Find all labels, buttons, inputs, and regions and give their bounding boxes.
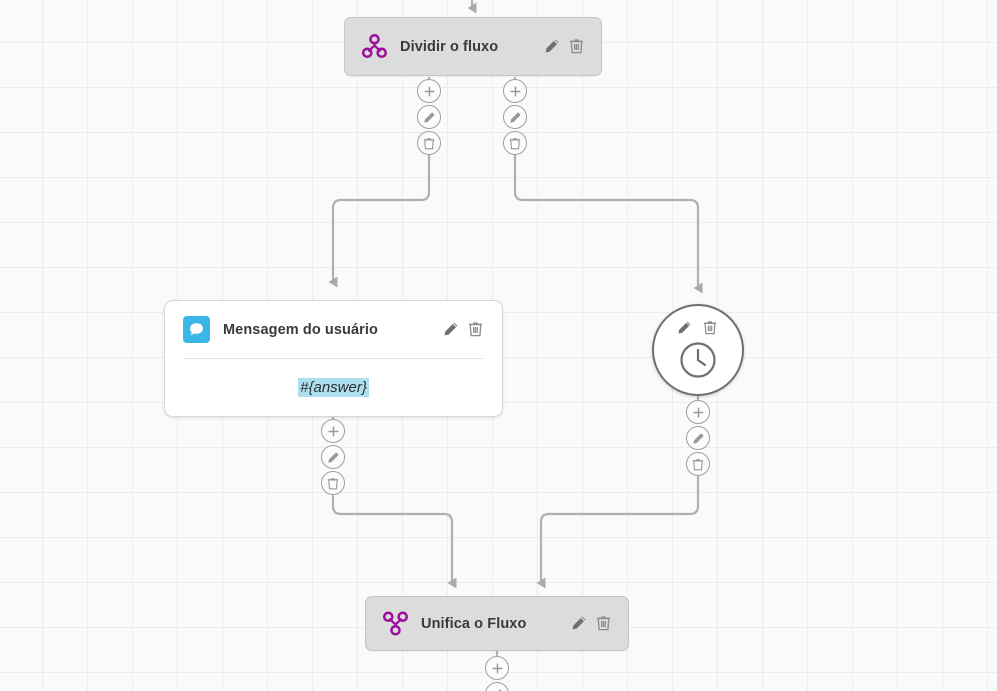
node-title-split: Dividir o fluxo [400,38,499,55]
node-message-divider [184,358,483,359]
clock-icon [678,340,718,385]
node-unifica-o-fluxo[interactable]: Unifica o Fluxo [365,596,629,651]
pencil-icon[interactable] [503,105,527,129]
node-delay[interactable] [652,304,744,396]
plus-icon[interactable] [686,400,710,424]
pencil-icon[interactable] [443,321,459,338]
node-mensagem-do-usuario[interactable]: Mensagem do usuário #{answer} [164,300,503,417]
connector-buttons-message[interactable] [321,419,345,495]
trash-icon[interactable] [569,38,585,55]
node-title-merge: Unifica o Fluxo [421,615,527,632]
trash-icon[interactable] [596,615,612,632]
trash-icon[interactable] [468,321,484,338]
node-dividir-o-fluxo[interactable]: Dividir o fluxo [344,17,602,76]
pencil-icon[interactable] [571,615,587,632]
node-message-header: Mensagem do usuário [165,301,502,358]
connector-buttons-merge[interactable] [485,656,509,691]
pencil-icon[interactable] [544,38,560,55]
node-tools-split [526,38,585,55]
plus-icon[interactable] [503,79,527,103]
pencil-icon[interactable] [485,682,509,691]
edge-split-to-message [328,153,431,288]
plus-icon[interactable] [321,419,345,443]
pencil-icon[interactable] [321,445,345,469]
connector-buttons-split-right[interactable] [503,79,527,155]
node-title-message: Mensagem do usuário [223,321,378,338]
plus-icon[interactable] [417,79,441,103]
trash-icon[interactable] [503,131,527,155]
message-variable-token: #{answer} [298,378,369,397]
pencil-icon[interactable] [686,426,710,450]
split-flow-icon [361,34,387,60]
node-message-body: #{answer} [165,359,502,416]
plus-icon[interactable] [485,656,509,680]
node-tools-delay [677,320,719,337]
node-tools-merge [553,615,612,632]
trash-icon[interactable] [686,452,710,476]
merge-flow-icon [382,611,408,637]
trash-icon[interactable] [321,471,345,495]
connector-buttons-split-left[interactable] [417,79,441,155]
pencil-icon[interactable] [677,320,693,337]
trash-icon[interactable] [417,131,441,155]
node-tools-message [425,321,484,338]
chat-bubble-icon [183,316,210,343]
edge-message-to-merge [331,494,457,589]
pencil-icon[interactable] [417,105,441,129]
trash-icon[interactable] [703,320,719,337]
connector-buttons-delay[interactable] [686,400,710,476]
edge-delay-to-merge [536,475,700,589]
edge-split-to-delay [513,153,703,294]
